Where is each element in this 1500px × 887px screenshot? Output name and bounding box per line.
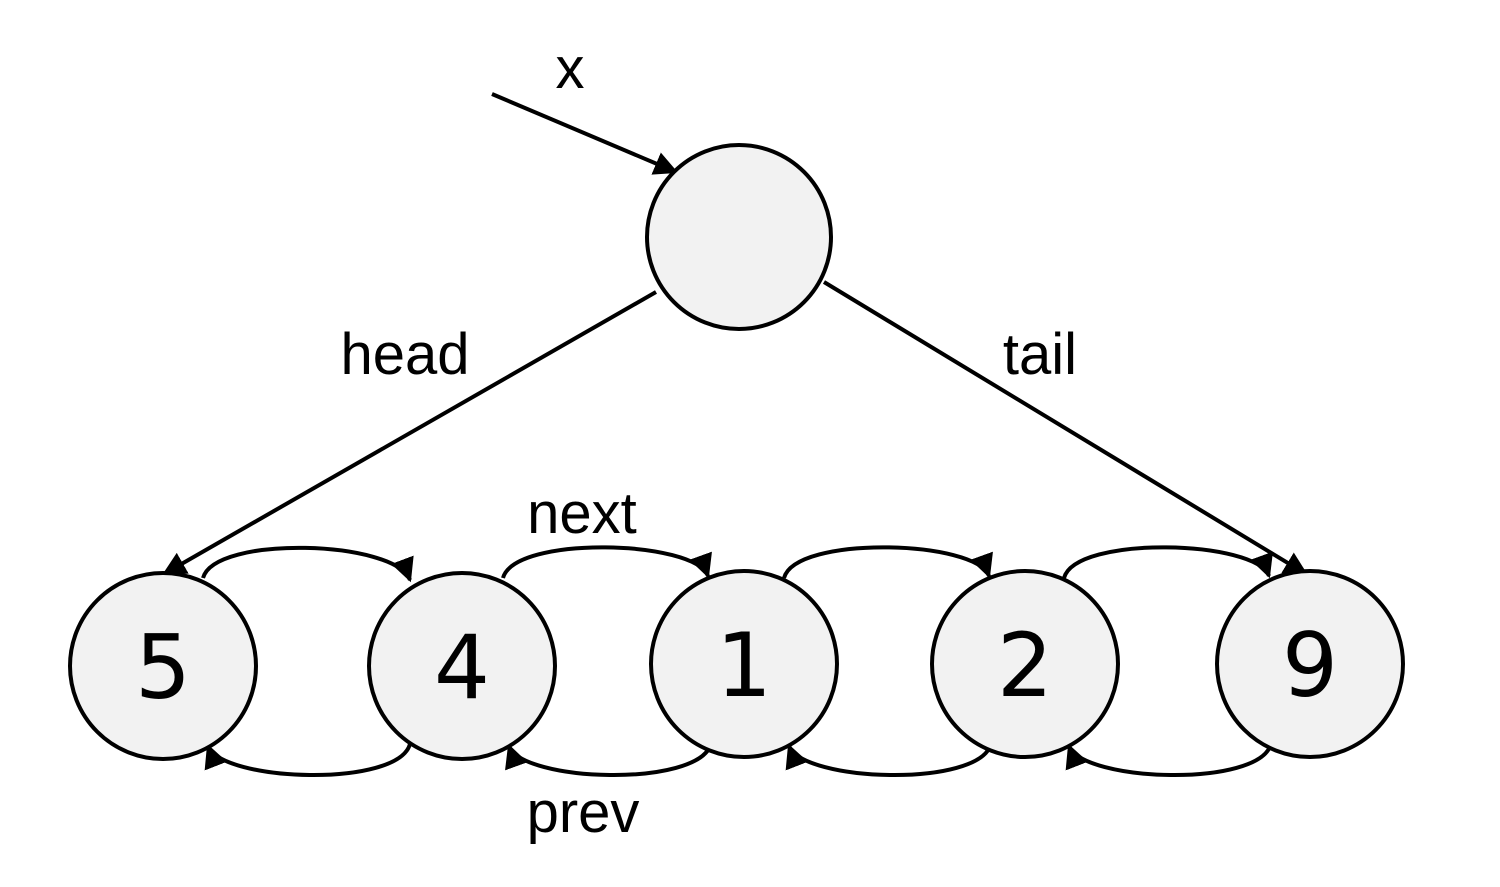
tail-pointer-label: tail	[1003, 322, 1077, 387]
next-arrow-2-to-9	[1062, 545, 1273, 579]
list-node-9: 9	[1215, 569, 1405, 759]
x-pointer-label: x	[556, 36, 585, 101]
next-arrow-4-to-1	[501, 545, 712, 579]
node-value: 5	[135, 616, 191, 719]
next-arrow-1-to-2	[782, 545, 993, 579]
list-node-4: 4	[367, 571, 557, 761]
tail-pointer-arrow	[822, 280, 1309, 576]
node-circle	[68, 571, 258, 761]
list-node-2: 2	[930, 569, 1120, 759]
list-node-5: 5	[68, 571, 258, 761]
node-value: 9	[1282, 614, 1338, 717]
list-container-node	[645, 143, 833, 331]
node-circle	[367, 571, 557, 761]
prev-arrow-2-to-1	[785, 743, 993, 777]
prev-label: prev	[527, 780, 640, 845]
node-value: 2	[997, 614, 1053, 717]
prev-arrow-9-to-2	[1065, 743, 1273, 777]
prev-arrow-4-to-5	[204, 743, 412, 777]
node-circle	[930, 569, 1120, 759]
prev-arrow-1-to-4	[505, 743, 713, 777]
node-value: 1	[716, 614, 772, 717]
next-label: next	[527, 481, 637, 546]
node-circle	[649, 569, 839, 759]
next-arrow-5-to-4	[201, 545, 414, 583]
head-pointer-label: head	[340, 322, 469, 387]
x-pointer-arrow	[491, 92, 679, 175]
head-pointer-arrow	[161, 290, 657, 576]
node-value: 4	[434, 616, 490, 719]
list-node-1: 1	[649, 569, 839, 759]
node-circle	[1215, 569, 1405, 759]
